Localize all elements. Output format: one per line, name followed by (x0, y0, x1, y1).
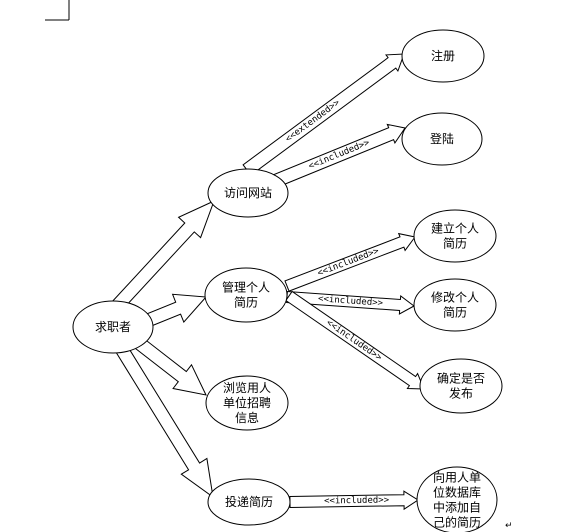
use-case-label-line: 己的简历 (433, 515, 481, 530)
use-case-label-line: 注册 (431, 48, 455, 63)
relation-arrow (242, 53, 405, 176)
use-case-label-line: 管理个人 (222, 280, 270, 295)
use-case-ellipse (204, 267, 288, 323)
association-arrows (106, 200, 215, 499)
association-arrow-browse (134, 337, 207, 396)
relation-label: <<included>> (324, 495, 390, 506)
relation-label: <<included>> (318, 294, 384, 309)
use-case-ellipse (401, 112, 483, 166)
use-case-visit: 访问网站 (207, 168, 289, 218)
crop-mark (45, 0, 70, 21)
use-case-label-line: 确定是否 (437, 371, 485, 386)
use-case-ellipse (72, 300, 154, 354)
use-case-ellipse (419, 358, 503, 414)
association-arrow-visit (111, 200, 215, 312)
use-case-label-line: 简历 (234, 296, 258, 310)
use-case-ellipse (413, 209, 497, 263)
use-case-label-line: 修改个人 (431, 290, 479, 305)
relation-modify: <<included>> (286, 290, 415, 315)
use-case-label-line: 信息 (235, 410, 259, 425)
use-case-nodes: 求职者访问网站管理个人简历浏览用人单位招聘信息投递简历注册登陆建立个人简历修改个… (72, 29, 503, 532)
use-case-label-line: 单位招聘 (223, 395, 271, 410)
use-case-ellipse (207, 168, 289, 218)
use-case-ellipse (413, 278, 497, 332)
use-case-label-line: 浏览用人 (223, 380, 271, 395)
use-case-ellipse (207, 478, 291, 526)
use-case-label-line: 简历 (443, 306, 467, 320)
use-case-label-line: 求职者 (95, 320, 131, 334)
relation-label: <<included>> (324, 318, 384, 363)
use-case-ellipse (205, 375, 289, 431)
use-case-label-line: 访问网站 (224, 186, 272, 200)
use-case-label-line: 登陆 (430, 131, 454, 146)
use-case-ellipse (401, 29, 485, 83)
relation-create: <<included>> (284, 232, 416, 292)
use-case-submit: 投递简历 (207, 478, 291, 526)
association-arrow-submit (106, 330, 214, 499)
use-case-label-line: 投递简历 (225, 494, 273, 509)
use-case-register: 注册 (401, 29, 485, 83)
relation-arrow (286, 290, 415, 315)
use-case-ellipse (416, 466, 498, 532)
relation-label: <<extended>> (284, 98, 343, 145)
relation-arrow (264, 123, 406, 191)
relation-add: <<included>> (289, 490, 419, 511)
relation-arrow (289, 490, 419, 511)
use-case-label-line: 建立个人 (431, 221, 479, 236)
use-case-label-line: 位数据库 (433, 485, 481, 500)
actor-node: 求职者 (72, 300, 154, 354)
use-case-label-line: 中添加自 (433, 500, 481, 515)
relation-label: <<included>> (316, 246, 381, 279)
use-case-label-line: 简历 (443, 237, 467, 251)
use-case-label-line: 发布 (449, 386, 473, 401)
use-case-label-line: 向用人单 (433, 470, 481, 485)
use-case-login: 登陆 (401, 112, 483, 166)
paragraph-mark: ↵ (505, 521, 513, 531)
relation-label: <<included>> (307, 138, 372, 172)
relation-arrow (284, 232, 416, 292)
